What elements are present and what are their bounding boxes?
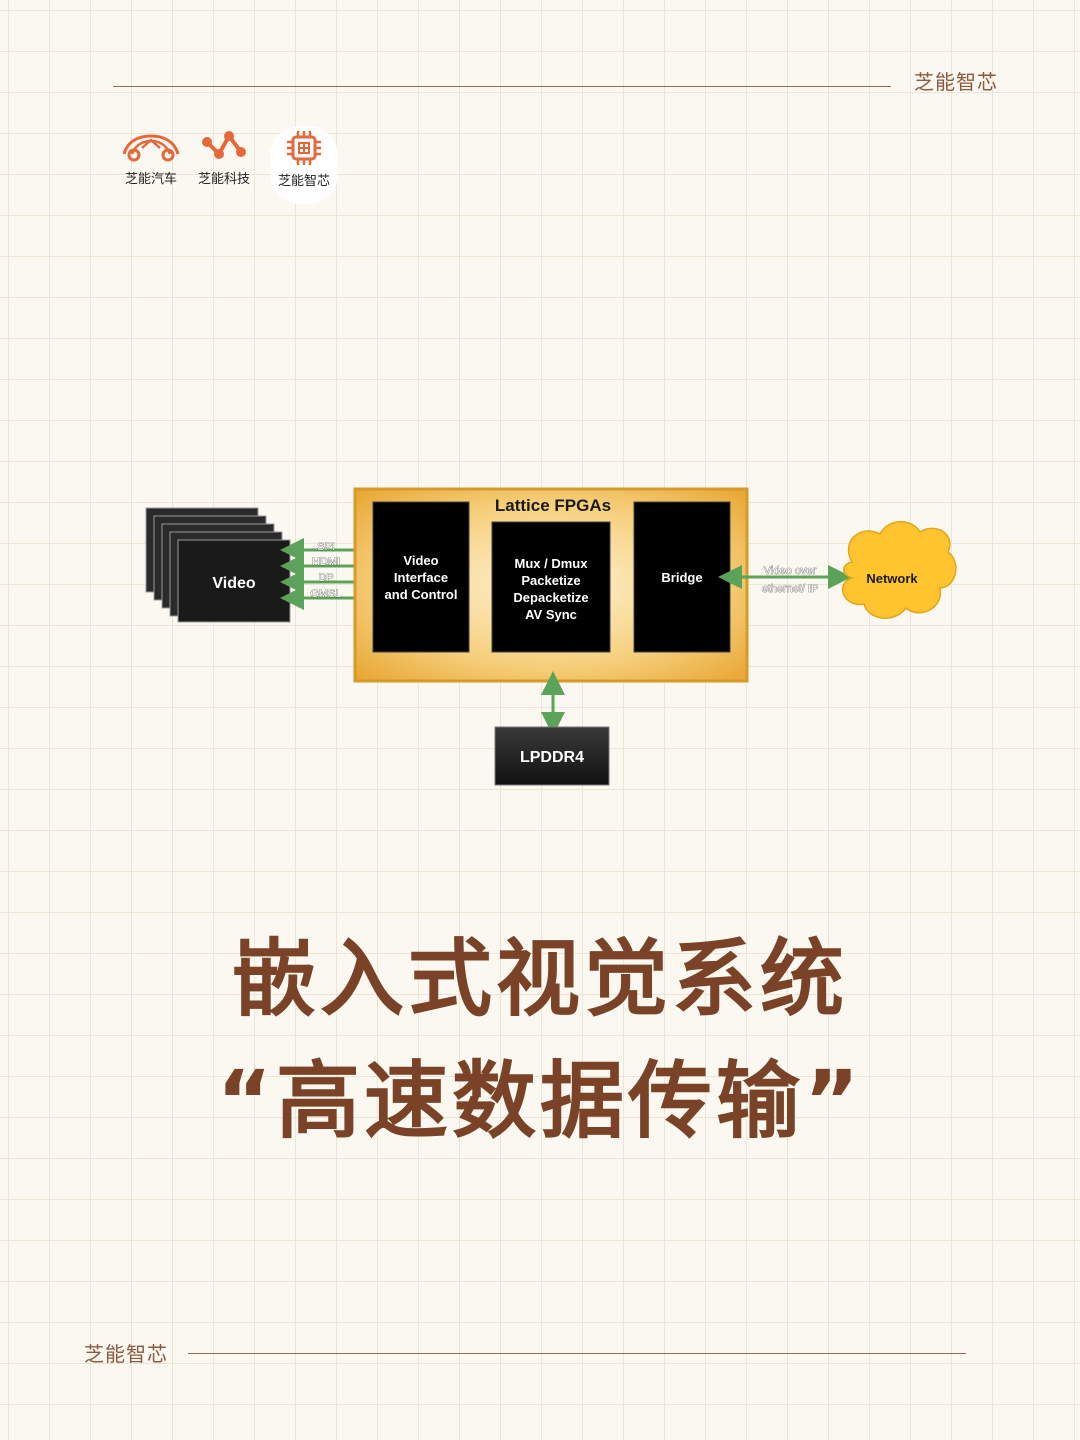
network-cloud: Network bbox=[841, 521, 957, 619]
block-line: Bridge bbox=[661, 570, 702, 585]
logo-group: 芝能汽车 芝能科技 芝能智 bbox=[118, 126, 352, 204]
link-label-line: Video over bbox=[764, 565, 817, 577]
logo-label: 芝能汽车 bbox=[124, 172, 177, 187]
logo-zhineng-auto: 芝能汽车 bbox=[118, 126, 184, 200]
car-icon bbox=[122, 134, 180, 162]
block-line: AV Sync bbox=[525, 607, 577, 622]
block-bridge: Bridge bbox=[633, 501, 731, 653]
logo-zhineng-chip: 芝能智芯 bbox=[270, 126, 339, 204]
footer-brand: 芝能智芯 bbox=[84, 1342, 168, 1366]
link-label-line: ethernet/ IP bbox=[762, 583, 819, 595]
interface-label-hdmi: HDMI bbox=[312, 556, 340, 568]
block-line: Video bbox=[403, 553, 438, 568]
block-line: Packetize bbox=[521, 573, 580, 588]
logo-zhineng-tech: 芝能科技 bbox=[198, 126, 250, 200]
logo-label: 芝能科技 bbox=[198, 172, 251, 187]
video-stack-label: Video bbox=[212, 575, 256, 592]
interface-label-dp: DP bbox=[318, 572, 333, 584]
chip-icon bbox=[287, 131, 321, 165]
footer-divider bbox=[188, 1353, 966, 1354]
block-mux-dmux: Mux / Dmux Packetize Depacketize AV Sync bbox=[491, 521, 611, 653]
block-line: and Control bbox=[385, 587, 458, 602]
video-card-front bbox=[177, 539, 291, 623]
network-label: Network bbox=[866, 571, 918, 586]
memory-block: LPDDR4 bbox=[494, 726, 610, 786]
network-link: Video over ethernet/ IP bbox=[718, 565, 852, 595]
header-brand: 芝能智芯 bbox=[914, 70, 998, 94]
title-line-1: 嵌入式视觉系统 bbox=[231, 930, 848, 1028]
block-video-interface: Video Interface and Control bbox=[372, 501, 470, 653]
video-source-stack: Video bbox=[145, 507, 291, 623]
memory-label: LPDDR4 bbox=[520, 749, 584, 766]
interface-label-spi: SPI bbox=[317, 541, 335, 553]
fpga-title: Lattice FPGAs bbox=[495, 496, 611, 515]
block-line: Interface bbox=[394, 570, 448, 585]
title-line-2: “高速数据传输” bbox=[216, 1052, 864, 1150]
block-line: Mux / Dmux bbox=[515, 556, 589, 571]
logo-label: 芝能智芯 bbox=[278, 174, 331, 189]
block-line: Depacketize bbox=[513, 590, 588, 605]
interface-label-gmsl: GMSL bbox=[310, 588, 341, 600]
molecule-icon bbox=[202, 131, 246, 159]
header-divider bbox=[113, 86, 891, 87]
fpga-diagram: Video SPI HDMI DP GMSL Lattice FPGAs Vid… bbox=[145, 487, 957, 786]
